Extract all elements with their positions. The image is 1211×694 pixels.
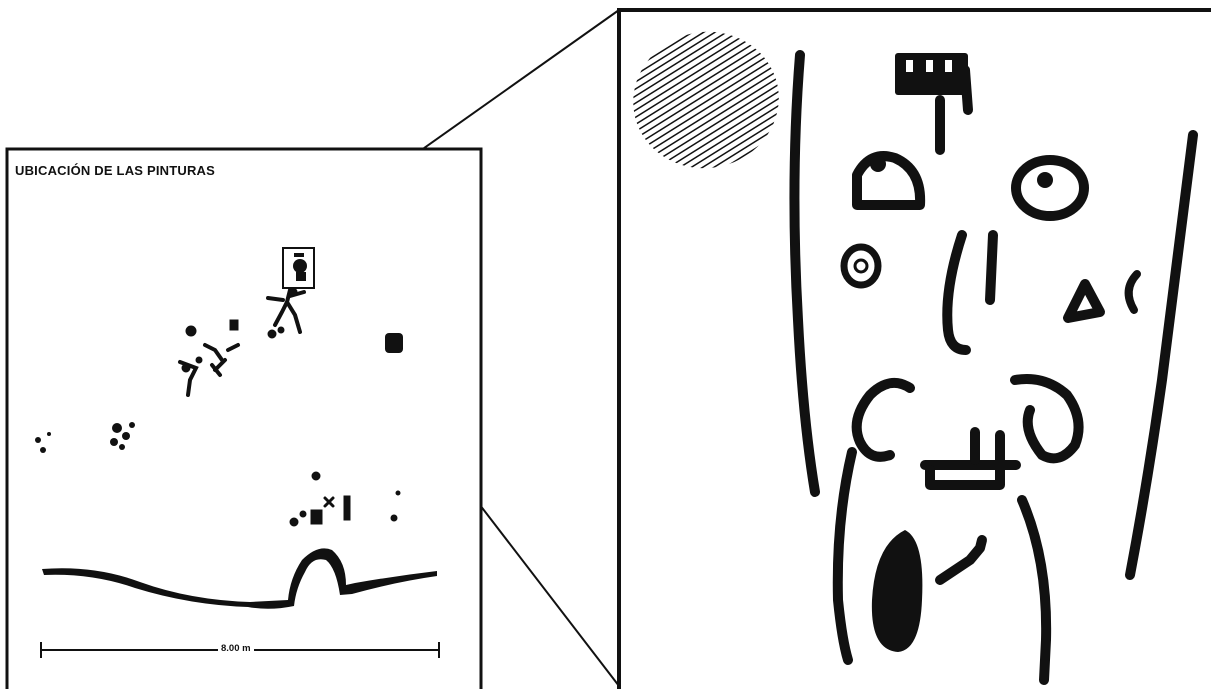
scale-label: 8.00 m <box>218 643 254 654</box>
map-frame <box>7 149 481 689</box>
map-title: UBICACIÓN DE LAS PINTURAS <box>15 163 215 178</box>
detail-panel <box>619 10 1211 689</box>
location-map-panel <box>7 149 481 689</box>
painting-cluster-right <box>385 333 403 353</box>
